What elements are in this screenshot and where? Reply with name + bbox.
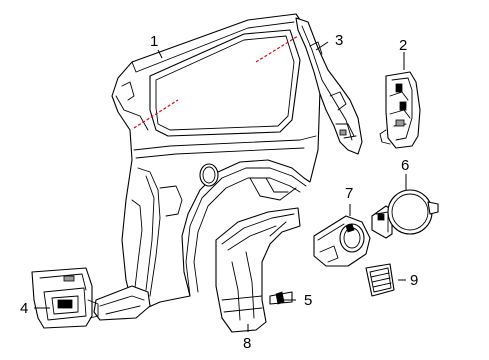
callout-numbers: 1 2 3 4 5 6 7 8 9 <box>20 32 418 352</box>
callout-2: 2 <box>399 37 407 54</box>
callout-9: 9 <box>410 272 418 289</box>
callout-1: 1 <box>150 33 158 50</box>
callout-8: 8 <box>243 335 251 352</box>
callout-3: 3 <box>335 32 343 49</box>
wheelhouse-liner <box>215 207 301 333</box>
lower-bracket <box>31 267 99 329</box>
fuel-door <box>371 189 439 239</box>
leader-lines <box>34 41 407 332</box>
vent-grille <box>365 263 395 297</box>
push-clip <box>269 291 293 305</box>
quarter-panel <box>93 13 321 321</box>
pillar-trim <box>295 17 363 155</box>
callout-4: 4 <box>20 300 28 317</box>
callout-5: 5 <box>304 292 312 309</box>
callout-6: 6 <box>401 157 409 174</box>
filler-pocket <box>313 215 371 267</box>
leader-3 <box>315 41 329 51</box>
callout-7: 7 <box>345 185 353 202</box>
bracket <box>379 71 421 149</box>
leader-1 <box>157 49 163 59</box>
